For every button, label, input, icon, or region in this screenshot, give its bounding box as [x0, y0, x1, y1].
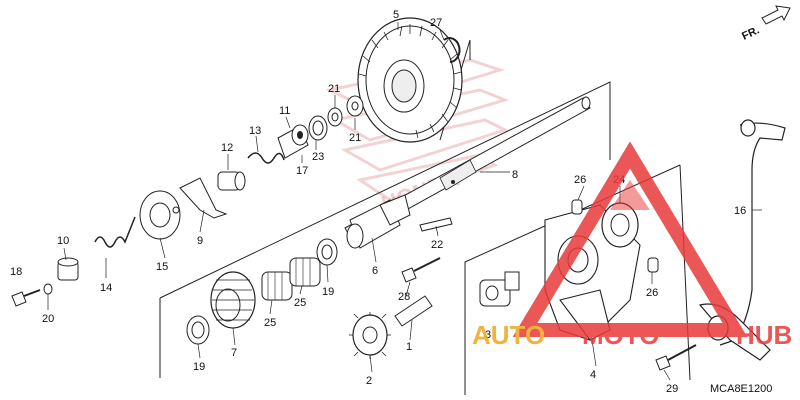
diagram-code: MCA8E1200: [710, 383, 772, 395]
dowel-part-26-a: [571, 199, 583, 215]
washer-part-20: [43, 283, 53, 295]
callout-29: 29: [666, 383, 678, 395]
watermark-text-hub: HUB: [736, 320, 792, 350]
callout-16: 16: [734, 205, 746, 217]
bearing-part-24: [601, 202, 639, 248]
callout-15: 15: [156, 261, 168, 273]
snap-ring-part-27: [443, 37, 461, 63]
callout-labels: 5 27 21 21 11 13 12 23 17 9 15 8 6 22 10…: [10, 9, 746, 395]
bolt-part-18: [11, 289, 41, 307]
gear-part-7: [210, 271, 256, 329]
callout-23: 23: [312, 151, 324, 163]
driven-gear-part-5: [357, 17, 463, 143]
callout-22: 22: [431, 239, 443, 251]
callout-7: 7: [231, 347, 237, 359]
leader-lines: [47, 22, 762, 381]
gear-part-2: [349, 312, 391, 359]
callout-14: 14: [100, 282, 112, 294]
callout-27: 27: [430, 17, 442, 29]
callout-25-a: 25: [264, 317, 276, 329]
callout-18: 18: [10, 266, 22, 278]
bolt-part-28: [401, 257, 441, 283]
callout-4: 4: [590, 369, 596, 381]
callout-3: 3: [485, 329, 491, 341]
gear-part-3: [479, 271, 520, 307]
watermark-text-moto: MOTO: [582, 320, 660, 350]
pin-part-1: [394, 295, 433, 327]
callout-26-a: 26: [574, 174, 586, 186]
callout-20: 20: [42, 313, 54, 325]
needle-bearing-part-25-a: [261, 271, 293, 301]
callout-17: 17: [296, 165, 308, 177]
callout-11: 11: [279, 105, 290, 117]
triangle-logo-icon: [512, 141, 748, 337]
collar-part-12: [217, 171, 246, 191]
callout-5: 5: [393, 9, 399, 21]
callout-8: 8: [512, 169, 518, 181]
callout-26-b: 26: [646, 287, 658, 299]
callout-28: 28: [398, 291, 410, 303]
bearing-part-23: [308, 115, 328, 141]
pin-part-22: [419, 217, 453, 232]
watermark-text-auto: AUTO: [472, 320, 545, 350]
ratchet-part-15: [139, 190, 181, 240]
collar-part-6: [346, 194, 411, 249]
group-bracket-upper: [159, 81, 611, 378]
bolt-part-29: [655, 344, 697, 371]
callout-25-b: 25: [294, 297, 306, 309]
callout-2: 2: [366, 375, 372, 387]
dowel-part-26-b: [647, 257, 659, 273]
arrow-icon: [761, 5, 791, 25]
callout-1: 1: [406, 341, 412, 353]
spring-part-14: [94, 216, 136, 248]
callout-19-a: 19: [322, 286, 334, 298]
plate-part-9: [179, 177, 228, 219]
shaft-part-11: [277, 124, 309, 159]
callout-12: 12: [221, 142, 233, 154]
collar-part-10: [57, 257, 79, 281]
automoto-hub-watermark: AUTO MOTO HUB: [472, 141, 792, 350]
needle-bearing-part-25-b: [289, 257, 321, 287]
callout-21-a: 21: [328, 83, 340, 95]
spring-part-13: [247, 152, 285, 164]
callout-19-b: 19: [193, 361, 205, 373]
callout-9: 9: [197, 235, 203, 247]
direction-label: FR.: [740, 24, 761, 42]
callout-13: 13: [249, 125, 261, 137]
callout-21-b: 21: [349, 132, 361, 144]
callout-6: 6: [372, 265, 378, 277]
front-direction-indicator: FR.: [740, 5, 791, 43]
callout-10: 10: [57, 235, 69, 247]
